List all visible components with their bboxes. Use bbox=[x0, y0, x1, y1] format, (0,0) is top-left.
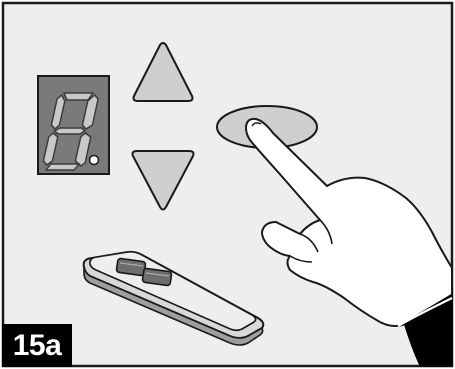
figure-label: 15a bbox=[2, 324, 72, 367]
seven-segment-display bbox=[38, 76, 109, 174]
remote-button-1[interactable] bbox=[116, 258, 146, 276]
segment-g bbox=[54, 128, 85, 134]
segment-d bbox=[46, 164, 79, 170]
remote-button-2[interactable] bbox=[142, 268, 172, 286]
segment-a bbox=[63, 93, 93, 100]
decimal-point bbox=[90, 156, 99, 165]
